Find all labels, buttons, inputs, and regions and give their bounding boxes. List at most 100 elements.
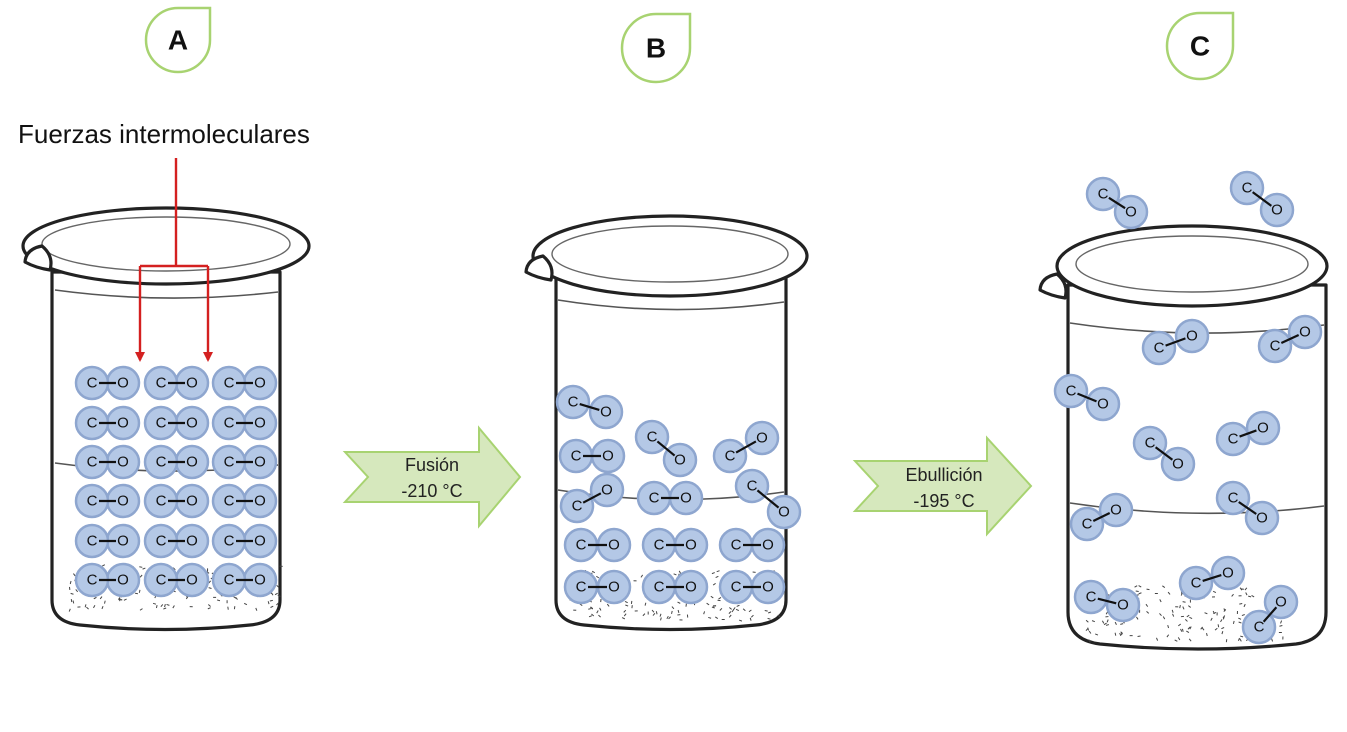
sediment-speck bbox=[1171, 609, 1174, 613]
sediment-speck bbox=[134, 592, 139, 595]
sediment-speck bbox=[1085, 619, 1089, 623]
sediment-speck bbox=[1200, 626, 1203, 630]
oxygen-symbol: O bbox=[680, 490, 692, 507]
sediment-speck bbox=[1166, 634, 1170, 638]
sediment-speck bbox=[166, 603, 170, 606]
sediment-speck bbox=[1211, 596, 1216, 598]
sediment-speck bbox=[1156, 637, 1159, 641]
sediment-speck bbox=[1159, 613, 1162, 617]
sediment-speck bbox=[267, 601, 270, 605]
sediment-speck bbox=[1138, 585, 1142, 588]
co-bond bbox=[1239, 429, 1257, 438]
sediment-speck bbox=[206, 571, 210, 574]
sediment-speck bbox=[1145, 603, 1149, 607]
sediment-speck bbox=[686, 614, 689, 618]
sediment-speck bbox=[208, 587, 212, 589]
carbon-atom bbox=[1069, 506, 1105, 542]
sediment-speck bbox=[1088, 630, 1092, 634]
sediment-speck bbox=[631, 605, 633, 609]
oxygen-symbol: O bbox=[1299, 324, 1311, 341]
sediment-speck bbox=[728, 614, 732, 618]
oxygen-atom bbox=[1259, 192, 1295, 228]
oxygen-atom bbox=[588, 394, 624, 430]
carbon-symbol: C bbox=[654, 579, 665, 596]
carbon-symbol: C bbox=[224, 493, 235, 510]
sediment-speck bbox=[93, 605, 96, 609]
carbon-symbol: C bbox=[1254, 619, 1265, 636]
sediment-speck bbox=[668, 616, 671, 620]
sediment-speck bbox=[1154, 592, 1158, 595]
sediment-speck bbox=[678, 570, 682, 574]
co-molecule: CO bbox=[1215, 480, 1280, 536]
sediment-speck bbox=[735, 608, 740, 611]
sediment-speck bbox=[606, 603, 610, 607]
sediment-speck bbox=[1167, 625, 1170, 629]
carbon-symbol: C bbox=[725, 448, 736, 465]
co-bond bbox=[1097, 597, 1117, 605]
oxygen-symbol: O bbox=[1257, 420, 1269, 437]
sediment-speck bbox=[714, 616, 719, 619]
carbon-atom bbox=[1178, 565, 1214, 601]
sediment-speck bbox=[1221, 627, 1225, 630]
sediment-speck bbox=[659, 613, 662, 617]
sediment-speck bbox=[752, 571, 756, 573]
sediment-speck bbox=[152, 602, 157, 605]
oxygen-symbol: O bbox=[685, 537, 697, 554]
oxygen-atom bbox=[1244, 500, 1280, 536]
sediment-speck bbox=[633, 580, 637, 582]
co-molecule: CO bbox=[1069, 492, 1134, 542]
sediment-speck bbox=[721, 618, 725, 621]
fusion-name: Fusión bbox=[405, 455, 459, 475]
sediment-speck bbox=[712, 605, 717, 607]
sediment-speck bbox=[77, 606, 81, 608]
carbon-atom bbox=[1053, 373, 1089, 409]
co-bond bbox=[1154, 446, 1174, 461]
fusion-temperature: -210 °C bbox=[401, 481, 462, 501]
co-molecule: CO bbox=[1241, 584, 1299, 645]
co-molecule: CO bbox=[1178, 555, 1246, 601]
boiling-arrow: Ebullición -195 °C bbox=[852, 435, 1033, 537]
co-bond bbox=[1280, 333, 1300, 345]
oxygen-symbol: O bbox=[117, 454, 129, 471]
sediment-speck bbox=[717, 599, 721, 602]
sediment-speck bbox=[1085, 628, 1089, 632]
boiling-name: Ebullición bbox=[905, 465, 982, 485]
sediment-speck bbox=[600, 599, 602, 603]
carbon-symbol: C bbox=[576, 579, 587, 596]
oxygen-symbol: O bbox=[762, 537, 774, 554]
sediment-speck bbox=[588, 615, 593, 618]
sediment-speck bbox=[163, 607, 167, 610]
sediment-speck bbox=[93, 596, 97, 600]
sediment-speck bbox=[1162, 585, 1166, 588]
co-bond bbox=[1238, 501, 1257, 515]
sediment-speck bbox=[1105, 624, 1110, 626]
oxygen-symbol: O bbox=[1275, 594, 1287, 611]
oxygen-symbol: O bbox=[1222, 565, 1234, 582]
carbon-symbol: C bbox=[156, 572, 167, 589]
sediment-speck bbox=[233, 606, 236, 610]
carbon-symbol: C bbox=[224, 454, 235, 471]
oxygen-symbol: O bbox=[186, 375, 198, 392]
sediment-speck bbox=[138, 589, 141, 593]
sediment-speck bbox=[677, 609, 680, 614]
sediment-speck bbox=[1119, 632, 1122, 637]
co-molecule: CO bbox=[1215, 410, 1281, 457]
sediment-speck bbox=[706, 602, 710, 606]
sediment-speck bbox=[677, 601, 681, 604]
co-bond bbox=[735, 440, 757, 454]
carbon-symbol: C bbox=[156, 493, 167, 510]
sediment-speck bbox=[1162, 616, 1166, 620]
sediment-speck bbox=[1201, 627, 1205, 631]
carbon-atom bbox=[734, 468, 770, 504]
sediment-speck bbox=[227, 606, 229, 610]
sediment-speck bbox=[1279, 624, 1283, 627]
